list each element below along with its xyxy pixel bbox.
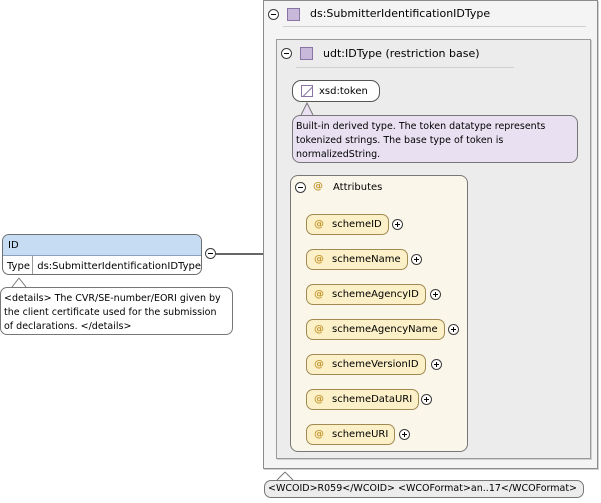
note-pointer-top-2 (18, 277, 27, 288)
element-type-value: ds:SubmitterIdentificationIDType (37, 260, 201, 272)
expand-schemename-icon[interactable] (411, 254, 422, 265)
attributes-at-sign-icon: @ (313, 181, 323, 192)
attribute-name: schemeAgencyID (332, 289, 419, 300)
simple-type-documentation: Built-in derived type. The token datatyp… (292, 115, 578, 163)
restriction-title-underline (296, 67, 514, 68)
collapse-element-icon[interactable] (205, 248, 216, 259)
expand-schemeuri-icon[interactable] (399, 429, 410, 440)
complex-type-icon (287, 8, 300, 21)
attribute-schemeversionid[interactable]: @ schemeVersionID (306, 354, 426, 375)
expand-schemedatauri-icon[interactable] (421, 394, 432, 405)
collapse-restriction-icon[interactable] (281, 48, 292, 59)
attribute-name: schemeAgencyName (332, 324, 438, 335)
expand-schemeagencyname-icon[interactable] (448, 324, 459, 335)
attribute-at-sign-icon: @ (314, 394, 324, 405)
collapse-complex-type-icon[interactable] (268, 9, 279, 20)
attribute-at-sign-icon: @ (314, 359, 324, 370)
simple-type-label: xsd:token (319, 85, 368, 97)
restriction-base-title: udt:IDType (restriction base) (323, 47, 480, 60)
collapse-attributes-icon[interactable] (295, 182, 306, 193)
attribute-schemename[interactable]: @ schemeName (306, 249, 408, 270)
appinfo-note: <WCOID>R059</WCOID> <WCOFormat>an..17</W… (264, 480, 584, 498)
attribute-schemedatauri[interactable]: @ schemeDataURI (306, 389, 420, 410)
note-pointer-bottom (276, 471, 286, 481)
attribute-name: schemeDataURI (332, 394, 413, 405)
attribute-schemeagencyname[interactable]: @ schemeAgencyName (306, 319, 445, 340)
attribute-schemeuri[interactable]: @ schemeURI (306, 424, 396, 445)
element-type-label: Type (3, 256, 34, 274)
simple-type-token-box[interactable]: xsd:token (292, 80, 380, 102)
attribute-name: schemeURI (332, 429, 389, 440)
attribute-schemeagencyid[interactable]: @ schemeAgencyID (306, 284, 426, 305)
expand-schemeversionid-icon[interactable] (431, 359, 442, 370)
complex-type-title: ds:SubmitterIdentificationIDType (310, 7, 491, 20)
element-documentation: <details> The CVR/SE-number/EORI given b… (0, 287, 233, 335)
simple-type-icon (301, 85, 313, 97)
attribute-at-sign-icon: @ (314, 254, 324, 265)
expand-schemeid-icon[interactable] (392, 219, 403, 230)
attribute-name: schemeID (332, 219, 382, 230)
token-note-pointer (300, 102, 314, 116)
attribute-schemeid[interactable]: @ schemeID (306, 214, 389, 235)
expand-schemeagencyid-icon[interactable] (430, 289, 441, 300)
attribute-name: schemeVersionID (332, 359, 419, 370)
element-name: ID (3, 235, 201, 256)
attribute-at-sign-icon: @ (314, 429, 324, 440)
note-pointer-top (11, 277, 20, 288)
restriction-type-icon (300, 47, 313, 60)
attribute-at-sign-icon: @ (314, 324, 324, 335)
element-type-row: Type ds:SubmitterIdentificationIDType (3, 256, 201, 274)
attributes-label: Attributes (333, 182, 383, 193)
complex-type-title-underline (283, 26, 586, 27)
element-id-box[interactable]: ID Type ds:SubmitterIdentificationIDType (2, 234, 202, 275)
attribute-at-sign-icon: @ (314, 289, 324, 300)
note-pointer-bottom-2 (284, 471, 294, 481)
attribute-name: schemeName (332, 254, 401, 265)
attribute-at-sign-icon: @ (314, 219, 324, 230)
